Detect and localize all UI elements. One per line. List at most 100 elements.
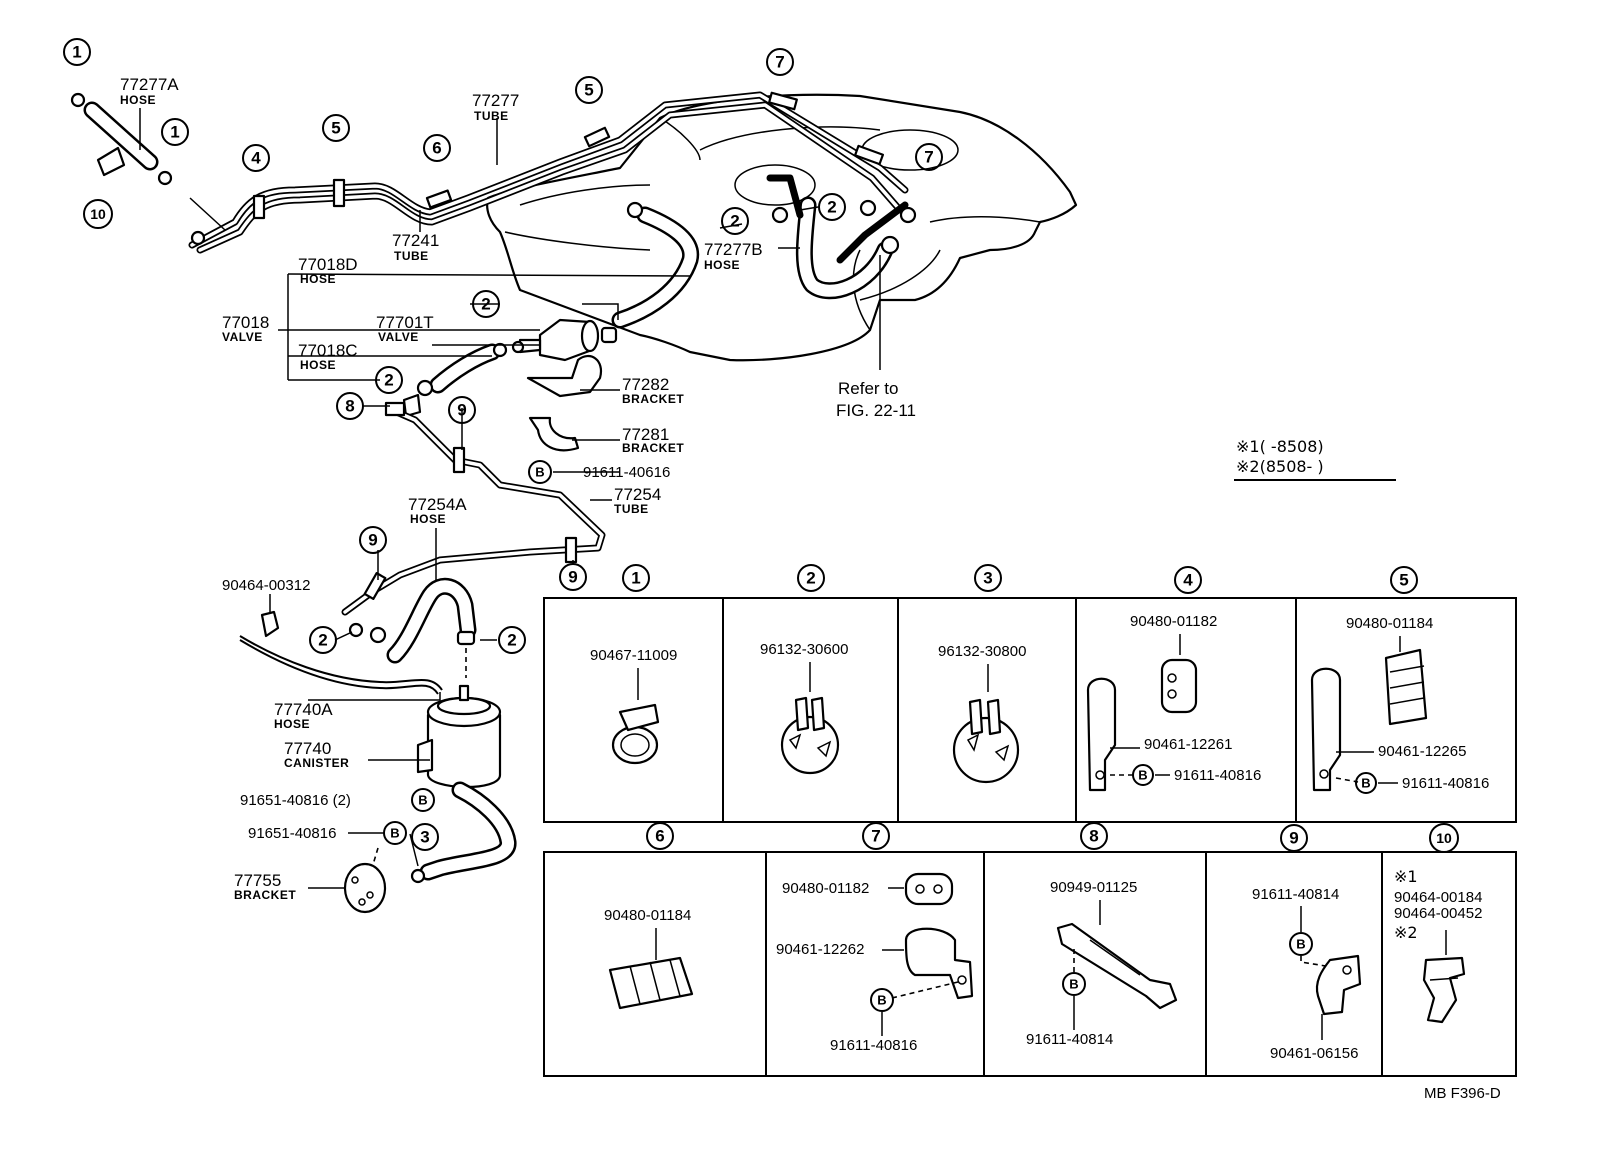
ref-circle-2: 2	[472, 290, 500, 318]
part-91611-40816: 91611-40816	[830, 1037, 917, 1054]
tube-clamp-7b-icon	[853, 144, 885, 166]
cushion-90480-01182-icon	[1160, 658, 1198, 714]
tube-clamp-6-icon	[425, 189, 453, 209]
ref-circle-9: 9	[448, 396, 476, 424]
svg-text:1: 1	[72, 43, 81, 62]
ref-circle-5: 5	[575, 76, 603, 104]
part-90464-00184: 90464-00184	[1394, 889, 1482, 906]
clamp-90461-12261-icon	[1086, 677, 1117, 792]
part-90480-01182: 90480-01182	[1130, 613, 1217, 630]
panel-1: 1 90467-11009	[590, 564, 677, 765]
svg-text:9: 9	[568, 568, 577, 587]
hose-clamp-icon	[771, 206, 789, 224]
svg-text:4: 4	[251, 149, 261, 168]
part-90480-01184: 90480-01184	[1346, 615, 1433, 632]
ref-circle-4: 4	[242, 144, 270, 172]
panel-ref-6: 6	[646, 822, 674, 850]
svg-text:5: 5	[331, 119, 340, 138]
ref-circle-5: 5	[322, 114, 350, 142]
panel-ref-7: 7	[862, 822, 890, 850]
tube-clip-10-icon	[96, 146, 126, 177]
svg-text:10: 10	[90, 206, 106, 222]
part-90461-12261: 90461-12261	[1144, 736, 1232, 753]
panel-5: 5 90480-01184 90461-12265 B 91611-40816	[1310, 566, 1489, 794]
hose-clamp-icon	[410, 868, 426, 884]
bolt-b-icon	[528, 460, 552, 484]
label-77755-sub: BRACKET	[234, 888, 296, 902]
part-91611-40816: 91611-40816	[1174, 767, 1261, 784]
part-91611-40814: 91611-40814	[1252, 886, 1339, 903]
svg-text:1: 1	[631, 569, 640, 588]
ref-circle-2: 2	[309, 626, 337, 654]
svg-text:2: 2	[384, 371, 393, 390]
part-90464-00452: 90464-00452	[1394, 905, 1482, 922]
svg-text:5: 5	[1399, 571, 1408, 590]
label-77018-sub: VALVE	[222, 330, 263, 344]
bolt-b-icon	[411, 788, 435, 812]
panel-ref-10: 10	[1429, 823, 1459, 853]
svg-text:3: 3	[983, 569, 992, 588]
label-77755: 77755	[234, 871, 281, 890]
svg-text:B: B	[1138, 768, 1147, 783]
label-77277A-sub: HOSE	[120, 93, 156, 107]
label-77241: 77241	[392, 231, 439, 250]
tube-clip-8-icon	[384, 401, 406, 417]
panel-ref-4: 4	[1174, 566, 1202, 594]
panel-ref-9: 9	[1280, 824, 1308, 852]
hose-clamp-icon	[157, 170, 173, 186]
panel-4: 4 90480-01182 90461-12261 B 91611-40816	[1086, 566, 1261, 792]
ref-circle-8: 8	[336, 392, 364, 420]
panel-ref-3: 3	[974, 564, 1002, 592]
panel-2: 2 96132-30600	[760, 564, 848, 775]
valve-assembly	[402, 318, 618, 418]
label-77282: 77282	[622, 375, 669, 394]
svg-text:8: 8	[345, 397, 354, 416]
ref-circle-7: 7	[915, 143, 943, 171]
label-91651-40816: 91651-40816	[248, 825, 336, 842]
tube-77254	[341, 401, 606, 616]
label-77277B-sub: HOSE	[704, 258, 740, 272]
bolt-b-icon	[1132, 764, 1154, 786]
svg-text:2: 2	[481, 295, 490, 314]
ref-circle-2: 2	[818, 193, 846, 221]
part-96132-30800: 96132-30800	[938, 643, 1026, 660]
tube-clamp-5-icon	[332, 178, 346, 208]
hose-clamp-icon	[456, 630, 476, 646]
part-90949-01125: 90949-01125	[1050, 879, 1137, 896]
svg-text:5: 5	[584, 81, 593, 100]
tube-clip-90464-icon	[1422, 956, 1466, 1024]
fitting-icon	[880, 235, 900, 255]
svg-text:B: B	[1296, 937, 1305, 952]
date-note-1: ※1	[1394, 867, 1418, 886]
svg-text:4: 4	[1183, 571, 1193, 590]
panel-ref-5: 5	[1390, 566, 1418, 594]
bolt-b-icon	[1062, 972, 1086, 996]
label-91651-40816-2: 91651-40816 (2)	[240, 792, 351, 809]
bracket-77282-icon	[526, 354, 603, 398]
part-90461-12262: 90461-12262	[776, 941, 864, 958]
label-77277: 77277	[472, 91, 519, 110]
hose-clamp-icon	[70, 92, 86, 108]
part-90461-12265: 90461-12265	[1378, 743, 1466, 760]
label-91611-40616: 91611-40616	[583, 464, 670, 481]
label-77254A: 77254A	[408, 495, 467, 514]
part-90467-11009: 90467-11009	[590, 647, 677, 664]
refer-fig-label: FIG. 22-11	[836, 401, 916, 420]
note-line-2: ※2(8508- )	[1236, 457, 1324, 476]
panel-ref-2: 2	[797, 564, 825, 592]
part-90480-01182: 90480-01182	[782, 880, 869, 897]
svg-text:7: 7	[775, 53, 784, 72]
bolt-b-icon	[1355, 772, 1377, 794]
svg-text:B: B	[1361, 776, 1370, 791]
svg-text:2: 2	[318, 631, 327, 650]
part-90480-01184: 90480-01184	[604, 907, 691, 924]
svg-text:2: 2	[806, 569, 815, 588]
label-77241-sub: TUBE	[394, 249, 429, 263]
hose-clamp-90467-icon	[611, 725, 659, 765]
canister-77740: B B	[343, 684, 517, 914]
ref-circle-2: 2	[498, 626, 526, 654]
ref-circle-1: 1	[161, 118, 189, 146]
hose-clamp-96132-30800-icon	[952, 716, 1020, 784]
hose-clamp-icon	[600, 326, 618, 344]
